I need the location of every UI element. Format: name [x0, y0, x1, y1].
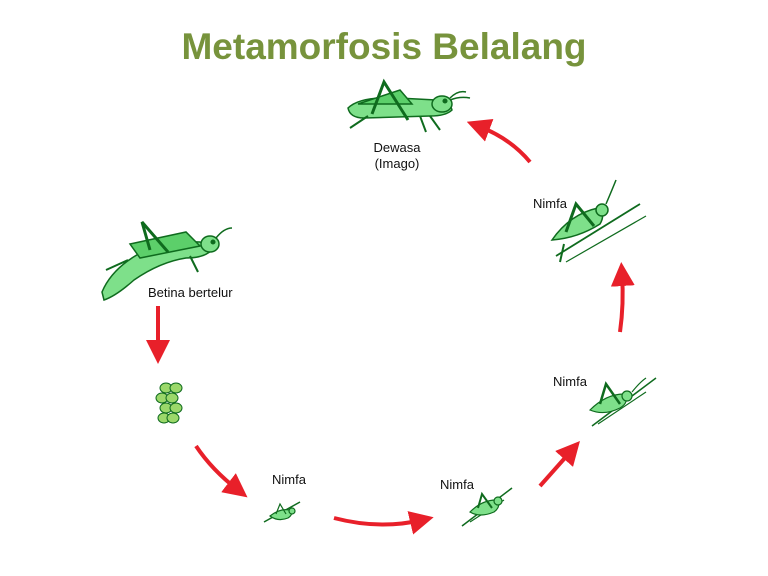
label-female-laying-eggs: Betina bertelur: [148, 285, 233, 300]
arrow-nymph1-to-nymph2: [333, 511, 434, 535]
label-nymph-2: Nimfa: [440, 477, 475, 492]
arrow-nymph2-to-nymph3: [538, 441, 580, 488]
arrow-nymph4-to-adult: [466, 118, 532, 164]
arrow-nymph3-to-nymph4: [610, 262, 635, 333]
nymph-4-illustration: [550, 179, 647, 263]
cycle-arrows: [146, 118, 635, 535]
label-nymph-1: Nimfa: [272, 472, 307, 487]
adult-grasshopper-illustration: [347, 78, 471, 133]
egg-pod-illustration: [155, 382, 183, 424]
label-adult-line2: (Imago): [375, 156, 420, 171]
label-nymph-4: Nimfa: [533, 196, 568, 211]
nymph-3-illustration: [588, 377, 657, 427]
nymph-2-illustration: [461, 487, 513, 527]
arrow-eggs-to-nymph1: [194, 444, 248, 498]
label-adult-line1: Dewasa: [374, 140, 422, 155]
nymph-1-illustration: [263, 501, 301, 523]
female-laying-eggs-illustration: [101, 221, 233, 301]
page-title: Metamorfosis Belalang: [181, 26, 587, 67]
label-nymph-3: Nimfa: [553, 374, 588, 389]
